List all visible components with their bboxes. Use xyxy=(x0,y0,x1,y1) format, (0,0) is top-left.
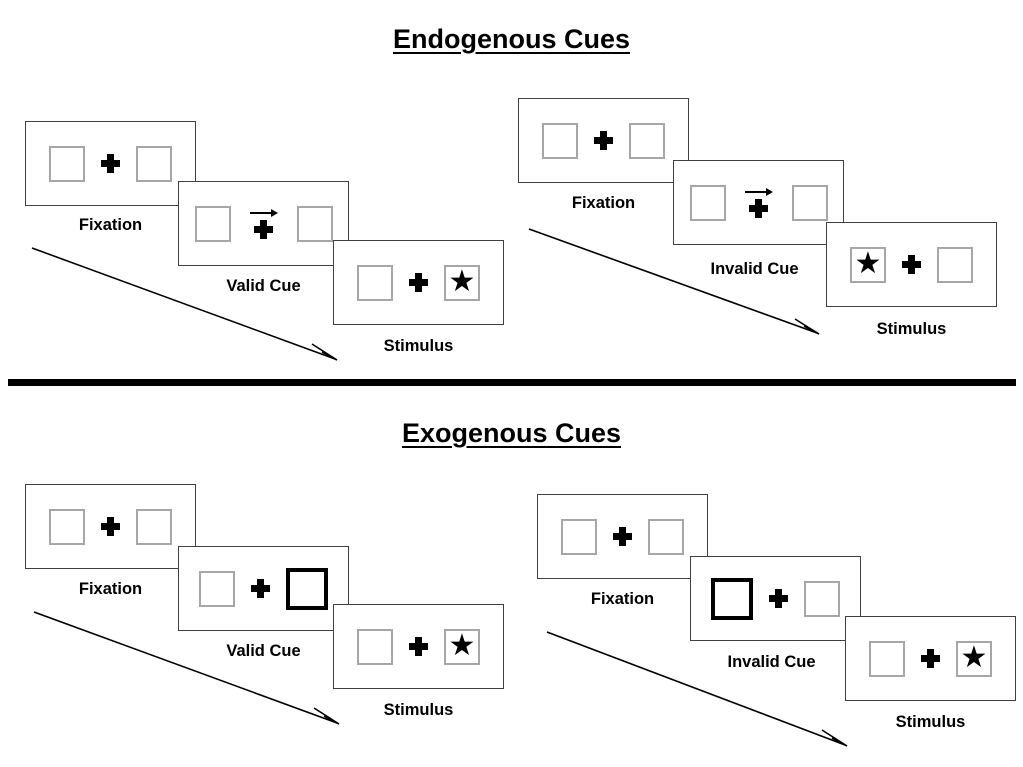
trial-panel-fixation xyxy=(518,98,689,183)
panel-caption-valid-cue: Valid Cue xyxy=(226,642,301,660)
right-placeholder-box xyxy=(136,145,172,182)
right-placeholder-box xyxy=(648,518,684,555)
fixation-cross-icon xyxy=(613,527,632,546)
panel-content xyxy=(711,577,840,620)
left-placeholder-box: ★ xyxy=(850,246,886,283)
panel-content xyxy=(689,184,828,221)
star-stimulus: ★ xyxy=(448,628,476,662)
panel-caption-stimulus: Stimulus xyxy=(383,337,454,355)
panel-caption-valid-cue: Valid Cue xyxy=(226,277,301,295)
arrow-head xyxy=(270,208,278,217)
right-placeholder-box: ★ xyxy=(956,640,992,677)
fixation-cross-icon xyxy=(749,198,768,218)
page-title-exogenous: Exogenous Cues xyxy=(401,418,622,448)
right-placeholder-box xyxy=(296,205,333,242)
left-placeholder-box xyxy=(194,205,231,242)
panel-content xyxy=(561,518,684,555)
panel-content: ★ xyxy=(850,246,973,283)
arrow-shaft xyxy=(249,211,273,214)
trial-panel-valid-cue xyxy=(178,546,349,631)
left-placeholder-box xyxy=(869,640,905,677)
left-placeholder-box xyxy=(199,570,235,607)
trial-panel-fixation xyxy=(537,494,708,579)
trial-panel-fixation xyxy=(25,484,196,569)
panel-caption-fixation: Fixation xyxy=(590,590,655,608)
left-placeholder-box xyxy=(542,122,578,159)
trial-panel-stimulus: ★ xyxy=(826,222,997,307)
right-placeholder-box: ★ xyxy=(444,628,480,665)
right-placeholder-box: ★ xyxy=(444,264,480,301)
fixation-cross-icon xyxy=(101,517,120,536)
panel-content: ★ xyxy=(357,264,480,301)
center-cue-stack xyxy=(247,208,281,239)
arrow-right-cue-icon xyxy=(249,208,278,218)
panel-content xyxy=(194,205,333,242)
left-placeholder-box-cued xyxy=(711,577,753,620)
panel-caption-fixation: Fixation xyxy=(78,216,143,234)
fixation-cross-icon xyxy=(921,649,940,668)
left-placeholder-box xyxy=(49,508,85,545)
right-placeholder-box xyxy=(791,184,828,221)
left-placeholder-box xyxy=(49,145,85,182)
panel-content: ★ xyxy=(357,628,480,665)
panel-caption-stimulus: Stimulus xyxy=(383,701,454,719)
right-placeholder-box-cued xyxy=(286,567,328,610)
panel-caption-invalid-cue: Invalid Cue xyxy=(727,653,816,671)
right-placeholder-box xyxy=(629,122,665,159)
panel-caption-fixation: Fixation xyxy=(571,194,636,212)
trial-panel-stimulus: ★ xyxy=(845,616,1016,701)
trial-panel-fixation xyxy=(25,121,196,206)
fixation-cross-icon xyxy=(254,219,273,239)
trial-panel-stimulus: ★ xyxy=(333,240,504,325)
right-placeholder-box xyxy=(804,580,840,617)
fixation-cross-icon xyxy=(409,273,428,292)
right-placeholder-box xyxy=(937,246,973,283)
trial-panel-invalid-cue xyxy=(673,160,844,245)
panel-content xyxy=(199,567,328,610)
right-placeholder-box xyxy=(136,508,172,545)
fixation-cross-icon xyxy=(101,154,120,173)
fixation-cross-icon xyxy=(594,131,613,150)
fixation-cross-icon xyxy=(769,589,788,608)
panel-content: ★ xyxy=(869,640,992,677)
trial-panel-invalid-cue xyxy=(690,556,861,641)
panel-content xyxy=(49,145,172,182)
panel-caption-stimulus: Stimulus xyxy=(895,713,966,731)
fixation-cross-icon xyxy=(409,637,428,656)
arrow-head xyxy=(765,187,773,196)
trial-panel-stimulus: ★ xyxy=(333,604,504,689)
arrow-shaft xyxy=(744,190,768,193)
left-placeholder-box xyxy=(357,264,393,301)
fixation-cross-icon xyxy=(251,579,270,598)
panel-caption-fixation: Fixation xyxy=(78,580,143,598)
panel-caption-stimulus: Stimulus xyxy=(876,320,947,338)
trial-panel-valid-cue xyxy=(178,181,349,266)
left-placeholder-box xyxy=(357,628,393,665)
panel-content xyxy=(542,122,665,159)
page-title-endogenous: Endogenous Cues xyxy=(392,24,630,54)
star-stimulus: ★ xyxy=(854,246,882,280)
section-divider xyxy=(8,379,1016,386)
fixation-cross-icon xyxy=(902,255,921,274)
time-progression-arrow xyxy=(545,630,865,755)
center-cue-stack xyxy=(742,187,776,218)
left-placeholder-box xyxy=(561,518,597,555)
star-stimulus: ★ xyxy=(448,264,476,298)
left-placeholder-box xyxy=(689,184,726,221)
panel-caption-invalid-cue: Invalid Cue xyxy=(710,260,799,278)
star-stimulus: ★ xyxy=(960,640,988,674)
panel-content xyxy=(49,508,172,545)
arrow-right-cue-icon xyxy=(744,187,773,197)
